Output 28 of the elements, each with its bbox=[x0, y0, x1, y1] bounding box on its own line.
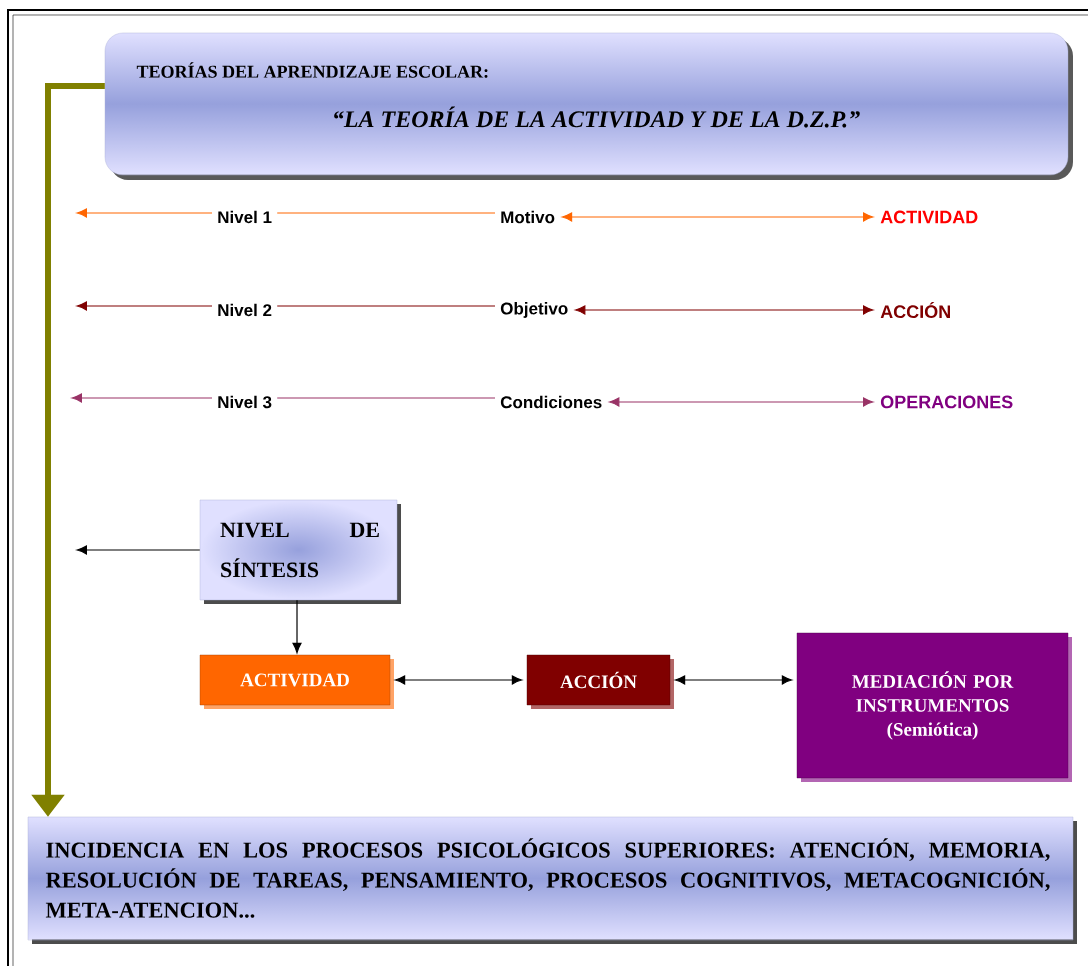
category-label: ACTIVIDAD bbox=[880, 210, 978, 224]
conclusion-box: INCIDENCIA EN LOS PROCESOS PSICOLÓGICOS SUPERIORES: ATENCIÓN, MEMORIA, RESOLUCIÓN DE TAREAS, PENSAMIENTO, PROCESOS COGNITIVOS, METACOGNICIÓN, META-ATENCION... bbox=[27, 816, 1077, 944]
row-label: Condiciones bbox=[500, 395, 602, 409]
category-label: ACCIÓN bbox=[880, 301, 950, 319]
connector-line bbox=[276, 397, 496, 399]
arrow bbox=[76, 545, 201, 555]
arrow bbox=[76, 208, 213, 218]
row-label: Nivel 2 bbox=[218, 303, 272, 317]
arrow bbox=[71, 393, 213, 403]
double-arrow bbox=[674, 675, 793, 685]
row-label: Nivel 1 bbox=[218, 210, 272, 224]
activity-box: ACTIVIDAD bbox=[199, 654, 394, 709]
mediation-box: MEDIACIÓN POR INSTRUMENTOS (Semiótica) bbox=[796, 632, 1072, 782]
arrow bbox=[292, 599, 302, 654]
row-label: Objetivo bbox=[500, 302, 568, 318]
synthesis-box: NIVEL DE SÍNTESIS bbox=[199, 499, 401, 604]
double-arrow bbox=[561, 212, 874, 222]
connector-line bbox=[276, 305, 496, 307]
double-arrow bbox=[575, 305, 874, 315]
connector-line bbox=[276, 212, 496, 214]
action-box: ACCIÓN bbox=[526, 654, 674, 709]
row-label: Nivel 3 bbox=[218, 395, 272, 409]
title-banner: TEORÍAS DEL APRENDIZAJE ESCOLAR: “LA TEORÍA DE LA ACTIVIDAD Y DE LA D.Z.P.” bbox=[104, 32, 1073, 180]
row-label: Motivo bbox=[501, 210, 555, 224]
category-label: OPERACIONES bbox=[880, 395, 1013, 409]
double-arrow bbox=[394, 675, 523, 685]
double-arrow bbox=[609, 397, 874, 407]
arrow bbox=[76, 301, 213, 311]
